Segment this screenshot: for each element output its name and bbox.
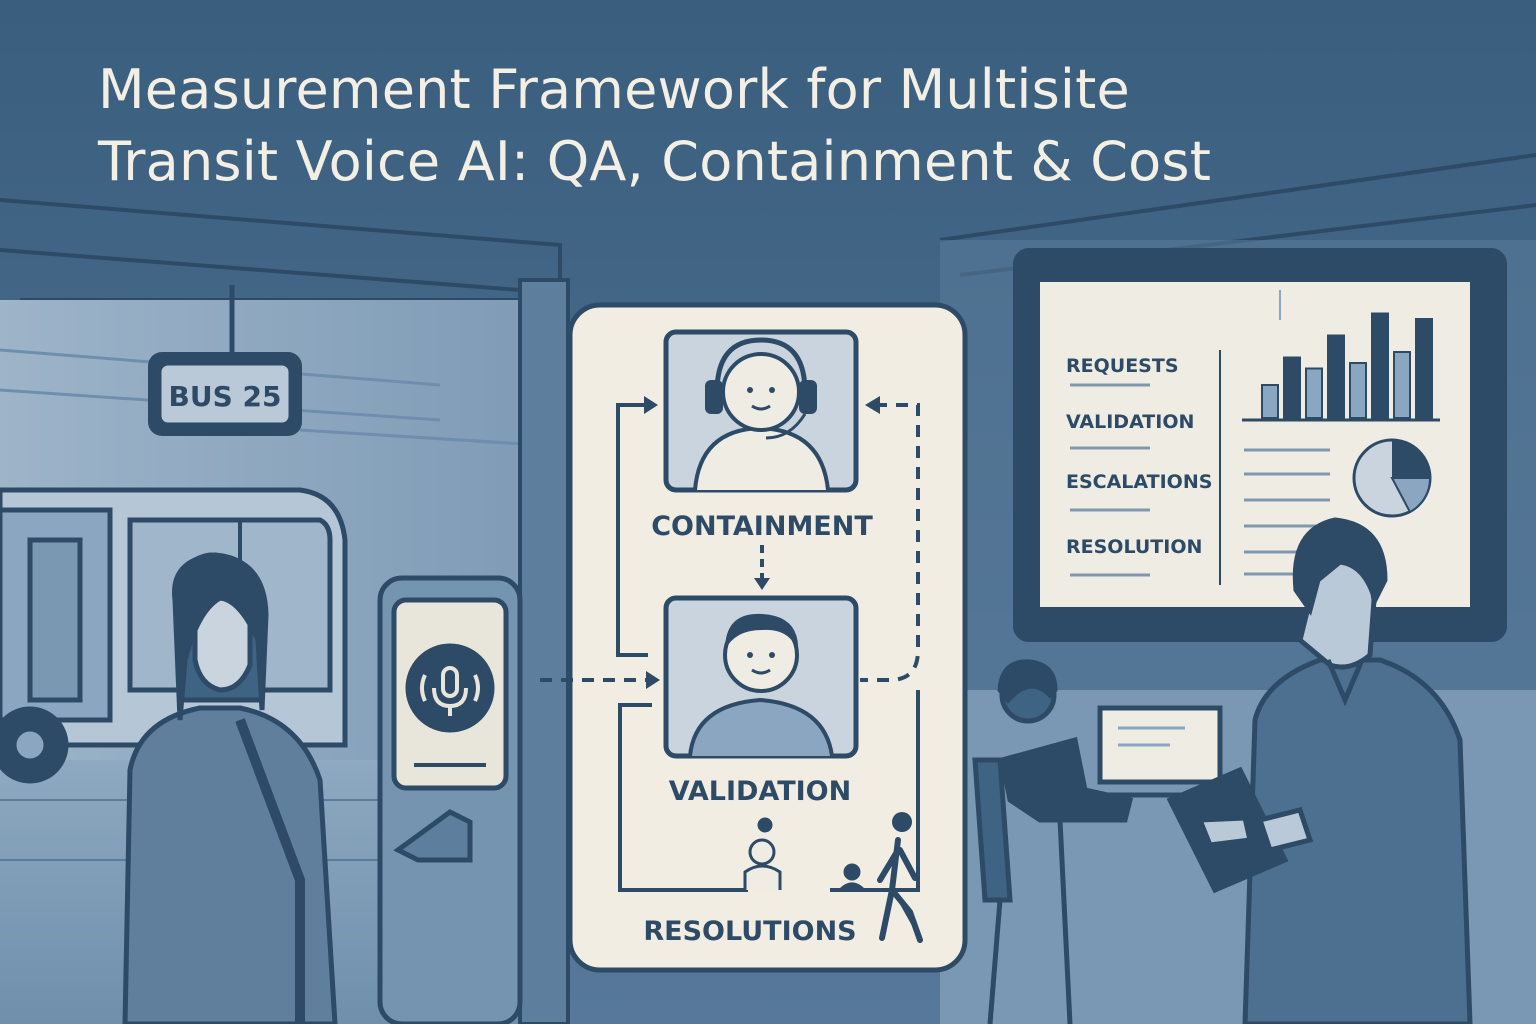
page-title: Measurement Framework for Multisite Tran… [98,54,1478,198]
bar-3 [1305,367,1323,419]
bar-1 [1261,384,1279,419]
dashboard-item-escalations: ESCALATIONS [1066,471,1212,493]
bar-2 [1283,356,1301,419]
flow-arrows [540,403,920,892]
dashboard-bar-chart [1261,312,1433,419]
pie-chart-icon [1352,438,1432,518]
bar-5 [1349,362,1367,419]
bar-7 [1393,351,1411,419]
dashboard-item-requests: REQUESTS [1066,355,1179,377]
dashboard-item-validation: VALIDATION [1066,411,1194,433]
label-containment: CONTAINMENT [651,511,873,542]
voice-kiosk [377,575,523,1024]
dashboard-item-resolution: RESOLUTION [1066,536,1202,558]
title-line-1: Measurement Framework for Multisite [98,58,1130,121]
label-resolutions: RESOLUTIONS [643,916,856,947]
flow-card: CONTAINMENT VALIDATION RESOLUTI [540,302,968,973]
woman-passenger [122,552,338,1024]
bar-4 [1327,334,1345,419]
dashboard-screen: REQUESTS VALIDATION ESCALATIONS RESOLUTI… [1013,248,1507,642]
bar-6 [1371,312,1389,419]
person-icon [663,595,859,759]
walking-person-icon [877,812,923,943]
dashboard-text-lines [1070,383,1330,577]
bar-8 [1415,318,1433,419]
headset-agent-icon [663,329,859,493]
seated-worker [972,659,1330,1024]
small-people-icon [743,817,866,892]
label-validation: VALIDATION [669,776,851,807]
pillar [518,278,570,1024]
title-line-2: Transit Voice AI: QA, Containment & Cost [98,130,1212,193]
microphone-icon [420,666,480,716]
bus-sign-text: BUS 25 [169,380,282,413]
standing-man [1166,517,1473,1024]
bus-sign: BUS 25 [148,352,302,436]
arrow-heads [644,396,880,689]
